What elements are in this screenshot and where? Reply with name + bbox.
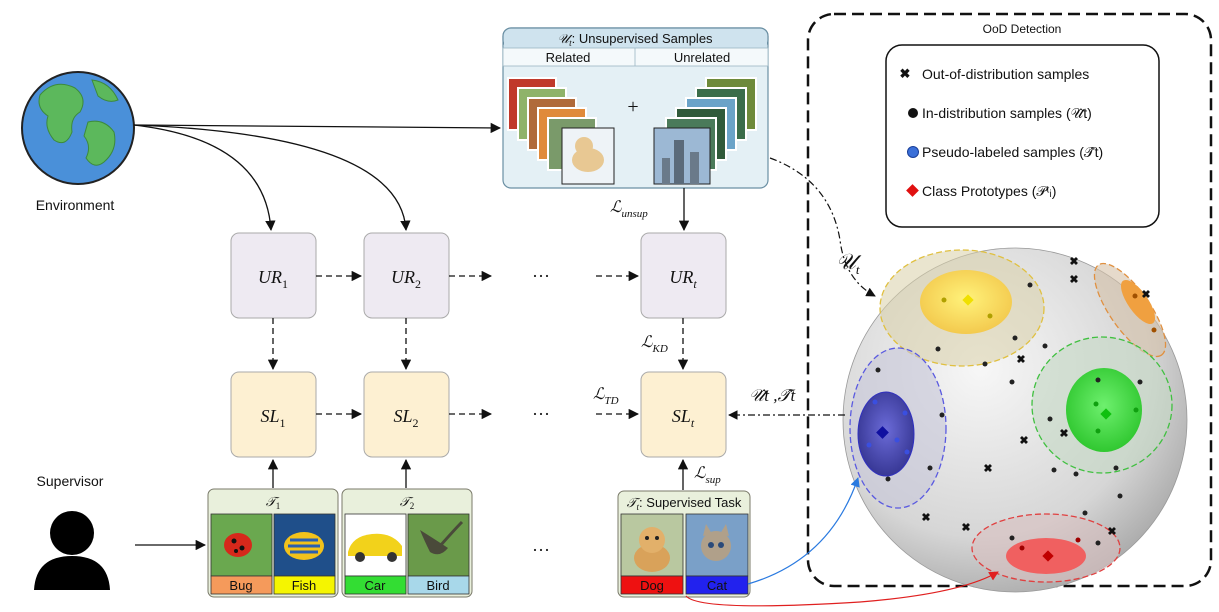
svg-text:SLt: SLt <box>672 406 695 430</box>
task-t-item-cat: Cat <box>707 578 728 593</box>
env-to-ur2-arrow <box>133 124 411 232</box>
supervisor-label: Supervisor <box>37 473 104 489</box>
legend-blue-dot-icon <box>907 146 919 158</box>
loss-unsup-label: ℒunsup <box>610 199 648 220</box>
loss-td-label: ℒTD <box>593 386 619 407</box>
task-2-item-car: Car <box>365 578 387 593</box>
task-1-item-fish: Fish <box>292 578 317 593</box>
sl-block-1: SL1 <box>230 371 317 458</box>
svg-text:✖: ✖ <box>1107 526 1116 538</box>
legend-item-class-prototypes: Class Prototypes (𝒫ᵗᵢ) <box>922 183 1056 199</box>
feature-sphere: ✖ ✖ ✖ ✖ ✖ ✖ ✖ ✖ ✖ ✖ <box>842 247 1188 593</box>
task-panel-2: 𝒯2 Car Bird <box>341 488 473 598</box>
svg-text:URt: URt <box>669 267 697 291</box>
task-ellipsis: ··· <box>532 540 550 560</box>
task-t-item-dog: Dog <box>640 578 664 593</box>
svg-text:✖: ✖ <box>1069 256 1078 268</box>
legend-black-dot-icon <box>908 108 918 118</box>
svg-text:✖: ✖ <box>983 463 992 475</box>
sl-block-2: SL2 <box>363 371 450 458</box>
unsupervised-samples-panel: 𝒰t: Unsupervised Samples Related Unrelat… <box>502 27 769 189</box>
env-to-ur1-arrow <box>133 124 276 232</box>
loss-sup-label: ℒsup <box>694 465 721 486</box>
svg-text:UR1: UR1 <box>258 267 288 291</box>
ur-block-2: UR2 <box>363 232 450 319</box>
legend-item-ood: Out-of-distribution samples <box>922 66 1089 82</box>
svg-text:✖: ✖ <box>1141 289 1150 301</box>
ur-block-t: URt <box>640 232 727 319</box>
svg-text:✖: ✖ <box>961 522 970 534</box>
loss-kd-label: ℒKD <box>641 334 668 355</box>
supervisor-icon <box>34 511 110 590</box>
svg-text:✖: ✖ <box>1069 274 1078 286</box>
environment-globe <box>21 71 135 185</box>
ur-ellipsis: ··· <box>532 266 550 286</box>
task-panel-t: 𝒯t: Supervised Task Dog Cat <box>617 490 751 598</box>
svg-text:UR2: UR2 <box>391 267 421 291</box>
sl-block-t: SLt <box>640 371 727 458</box>
unsupervised-to-ood-arrow <box>769 157 876 297</box>
dog-to-red-cluster-arrow <box>685 571 999 607</box>
environment-label: Environment <box>36 197 115 213</box>
ood-panel-title: OoD Detection <box>983 22 1062 36</box>
legend-item-in-distribution: In-distribution samples (𝒰̂t) <box>922 105 1092 121</box>
svg-text:SL2: SL2 <box>393 406 418 430</box>
ood-input-label: 𝒰t <box>836 249 862 277</box>
env-to-unsupervised-arrow <box>133 122 502 134</box>
unsupervised-panel-title: 𝒰t: Unsupervised Samples <box>557 31 713 48</box>
unrelated-samples-stack <box>653 77 757 185</box>
task-1-item-bug: Bug <box>229 578 252 593</box>
ood-feedback-label: 𝒰̂t ,𝒯̂t <box>749 386 797 405</box>
svg-text:✖: ✖ <box>1016 354 1025 366</box>
related-column-label: Related <box>546 50 591 65</box>
sl-ellipsis: ··· <box>532 404 550 424</box>
cat-to-blue-cluster-arrow <box>747 477 860 585</box>
plus-sign: + <box>627 96 638 118</box>
svg-text:✖: ✖ <box>921 512 930 524</box>
unrelated-column-label: Unrelated <box>674 50 730 65</box>
task-panel-1: 𝒯1 Bug Fish <box>207 488 339 598</box>
svg-text:✖: ✖ <box>1019 435 1028 447</box>
legend-x-icon: ✖ <box>900 66 911 81</box>
legend-item-pseudo-labeled: Pseudo-labeled samples (𝒯̂t) <box>922 144 1103 160</box>
task-t-title: 𝒯t: Supervised Task <box>627 495 742 512</box>
ood-legend <box>885 44 1160 228</box>
ood-detection-panel: OoD Detection ✖ Out-of-distribution samp… <box>806 12 1213 593</box>
svg-text:✖: ✖ <box>1059 428 1068 440</box>
task-2-item-bird: Bird <box>426 578 449 593</box>
ur-block-1: UR1 <box>230 232 317 319</box>
related-samples-stack <box>507 77 615 185</box>
svg-text:SL1: SL1 <box>260 406 285 430</box>
